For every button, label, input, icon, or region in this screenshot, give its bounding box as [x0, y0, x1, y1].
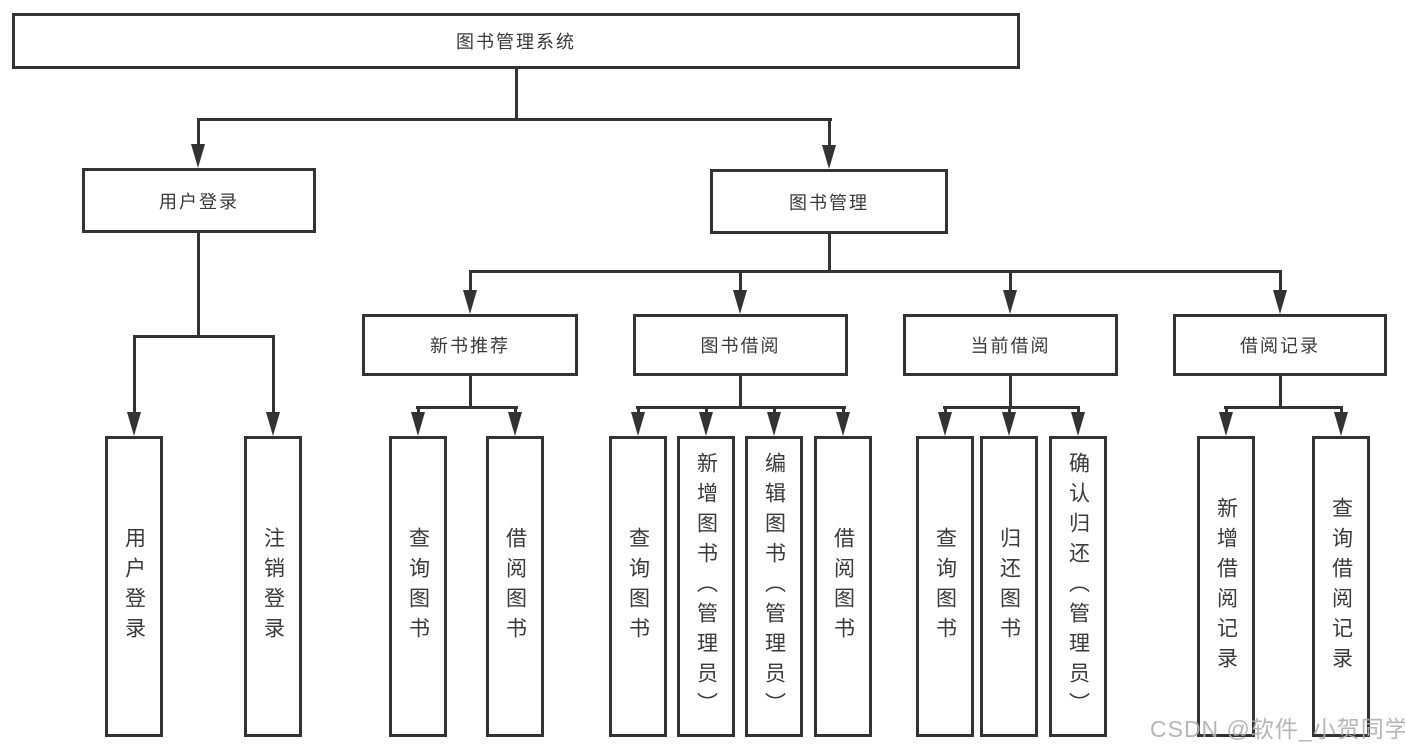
- node-book-borrowing: 图书借阅: [633, 314, 848, 376]
- connector-book-borrow-bar: [636, 406, 846, 409]
- node-leaf-edit-book-admin: 编辑图书（管理员）: [745, 436, 803, 737]
- arrowhead-book-management: [822, 145, 836, 169]
- arrowhead-query-book-1: [411, 412, 425, 436]
- node-book-management: 图书管理: [710, 169, 948, 234]
- node-leaf-user-login: 用户登录: [105, 436, 163, 737]
- arrowhead-borrow-records: [1273, 290, 1287, 314]
- connector-drop-borrow-book-2: [842, 406, 845, 414]
- connector-user-login-bar: [133, 335, 275, 338]
- node-leaf-add-borrow-record: 新增借阅记录: [1197, 436, 1255, 737]
- connector-drop-book-management: [828, 118, 831, 148]
- connector-drop-new-books: [469, 270, 472, 292]
- node-leaf-logout: 注销登录: [244, 436, 302, 737]
- node-leaf-query-book-1: 查询图书: [389, 436, 447, 737]
- connector-drop-logout: [272, 335, 275, 414]
- connector-drop-query-book-2: [637, 406, 640, 414]
- connector-drop-borrow-records: [1279, 270, 1282, 292]
- connector-borrow-records-bar: [1224, 406, 1343, 409]
- arrowhead-query-book-2: [631, 412, 645, 436]
- connector-user-login-stem: [197, 233, 200, 338]
- arrowhead-query-book-3: [938, 412, 952, 436]
- node-user-login: 用户登录: [82, 168, 316, 233]
- arrowhead-edit-book: [767, 412, 781, 436]
- connector-drop-query-record: [1340, 406, 1343, 414]
- csdn-watermark: CSDN @软件_小贺同学: [1150, 716, 1405, 742]
- arrowhead-logout: [266, 412, 280, 436]
- connector-drop-login: [133, 335, 136, 414]
- connector-drop-borrow-book-1: [514, 406, 517, 414]
- node-leaf-add-book-admin: 新增图书（管理员）: [677, 436, 735, 737]
- node-leaf-confirm-return-admin: 确认归还（管理员）: [1049, 436, 1107, 737]
- arrowhead-add-record: [1219, 412, 1233, 436]
- connector-root-stem: [515, 68, 518, 121]
- node-leaf-query-book-2: 查询图书: [609, 436, 667, 737]
- connector-drop-edit-book: [773, 406, 776, 414]
- connector-drop-query-book-3: [944, 406, 947, 414]
- arrowhead-borrow-book-1: [508, 412, 522, 436]
- node-library-management-system: 图书管理系统: [12, 13, 1020, 69]
- arrowhead-current-borrow: [1003, 290, 1017, 314]
- arrowhead-login: [127, 412, 141, 436]
- connector-borrow-records-stem: [1279, 376, 1282, 409]
- arrowhead-query-record: [1334, 412, 1348, 436]
- connector-drop-user-login: [197, 118, 200, 148]
- connector-drop-add-record: [1225, 406, 1228, 414]
- connector-current-borrow-stem: [1009, 376, 1012, 409]
- connector-book-management-stem: [828, 233, 831, 273]
- connector-drop-current-borrow: [1009, 270, 1012, 292]
- arrowhead-new-books: [463, 290, 477, 314]
- arrowhead-confirm-return: [1071, 412, 1085, 436]
- node-new-book-recommend: 新书推荐: [362, 314, 578, 376]
- node-leaf-return-book: 归还图书: [980, 436, 1038, 737]
- arrowhead-book-borrow: [733, 290, 747, 314]
- arrowhead-return-book: [1002, 412, 1016, 436]
- node-leaf-borrow-book-2: 借阅图书: [814, 436, 872, 737]
- node-current-borrowing: 当前借阅: [903, 314, 1118, 376]
- connector-current-borrow-bar: [943, 406, 1080, 409]
- connector-new-books-bar: [416, 406, 518, 409]
- connector-new-books-stem: [469, 376, 472, 409]
- connector-root-bar: [197, 118, 832, 121]
- connector-drop-confirm-return: [1077, 406, 1080, 414]
- arrowhead-user-login: [191, 144, 205, 168]
- node-leaf-borrow-book-1: 借阅图书: [486, 436, 544, 737]
- connector-drop-add-book: [705, 406, 708, 414]
- node-borrowing-records: 借阅记录: [1173, 314, 1387, 376]
- connector-book-borrow-stem: [739, 376, 742, 409]
- node-leaf-query-borrow-record: 查询借阅记录: [1312, 436, 1370, 737]
- connector-drop-return-book: [1008, 406, 1011, 414]
- connector-drop-query-book-1: [417, 406, 420, 414]
- arrowhead-add-book: [699, 412, 713, 436]
- node-leaf-query-book-3: 查询图书: [916, 436, 974, 737]
- connector-drop-book-borrow: [739, 270, 742, 292]
- arrowhead-borrow-book-2: [836, 412, 850, 436]
- connector-book-management-bar: [469, 270, 1282, 273]
